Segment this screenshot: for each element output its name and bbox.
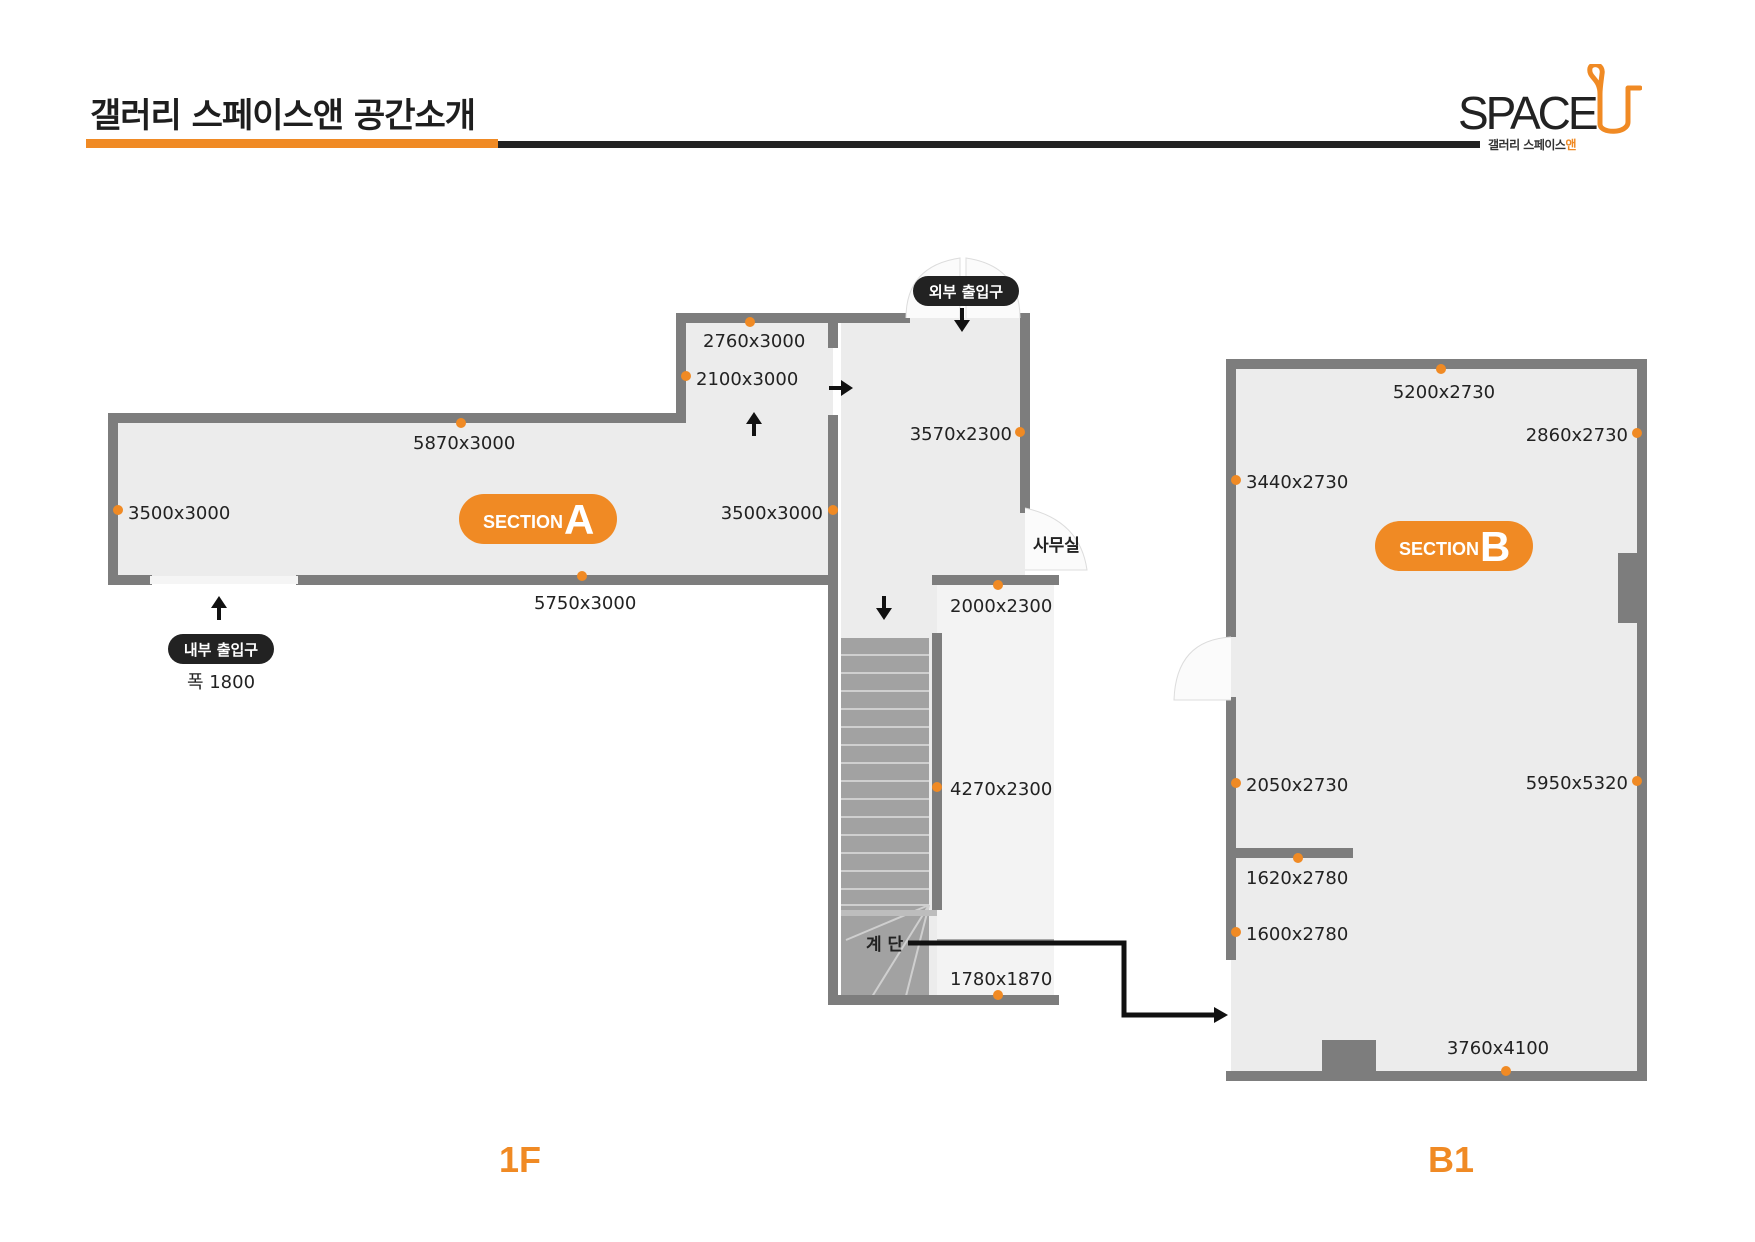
floor-plan-1f: SECTION A 외부 출입구 내부 출입구 폭 1800 사무실 계 단 2…	[108, 257, 1228, 1180]
arrow-down-icon	[876, 596, 892, 620]
page-title: 갤러리 스페이스앤 공간소개	[90, 96, 476, 136]
dim-b1-6: 1620x2780	[1246, 868, 1348, 889]
dim-1f-3: 5870x3000	[413, 433, 515, 454]
stair-treads	[841, 654, 930, 1001]
dim-1f-1: 2760x3000	[703, 331, 805, 352]
dim-b1-8: 3760x4100	[1447, 1038, 1549, 1059]
internal-entrance-label: 내부 출입구	[184, 641, 258, 659]
internal-entrance-width: 폭 1800	[187, 672, 255, 693]
walls-b1	[1226, 359, 1647, 1081]
corridor-floor	[841, 318, 1025, 580]
dim-1f-7: 3570x2300	[910, 424, 1012, 445]
stairs-label: 계 단	[866, 935, 904, 955]
dim-1f-6: 5750x3000	[534, 593, 636, 614]
dim-1f-8: 2000x2300	[950, 596, 1052, 617]
arrow-up-entrance-icon	[211, 596, 227, 620]
dim-1f-4: 3500x3000	[128, 503, 230, 524]
logo-mark-icon	[1587, 64, 1642, 134]
dim-b1-2: 2860x2730	[1526, 425, 1628, 446]
dim-1f-10: 1780x1870	[950, 969, 1052, 990]
internal-entrance-opening	[150, 576, 298, 584]
dim-b1-1: 5200x2730	[1393, 382, 1495, 403]
dim-b1-3: 3440x2730	[1246, 472, 1348, 493]
dim-b1-4: 2050x2730	[1246, 775, 1348, 796]
dimension-markers-1f	[113, 317, 1025, 1000]
section-b-floor	[1231, 364, 1642, 1076]
section-b-letter: B	[1480, 523, 1510, 570]
logo-wordmark: SPACE	[1458, 87, 1599, 139]
arrow-right-icon	[829, 380, 853, 396]
external-entrance-label: 외부 출입구	[929, 283, 1003, 301]
dim-b1-7: 1600x2780	[1246, 924, 1348, 945]
floor-plan-b1: SECTION B 5200x2730 2860x2730 3440x2730 …	[1173, 359, 1647, 1180]
route-to-b1	[908, 940, 1216, 1018]
section-a-badge	[459, 494, 617, 544]
b1-pillar-bottom	[1322, 1040, 1376, 1076]
floor-label-b1: B1	[1428, 1139, 1474, 1180]
b1-door	[1173, 636, 1232, 701]
walls-1f	[108, 313, 1059, 1005]
section-a-prefix: SECTION	[483, 512, 563, 532]
section-b-badge	[1375, 521, 1533, 571]
office-door	[1024, 507, 1088, 571]
dim-1f-9: 4270x2300	[950, 779, 1052, 800]
side-passage-floor	[937, 580, 1054, 1000]
floor-label-1f: 1F	[499, 1139, 541, 1180]
dim-1f-2: 2100x3000	[696, 369, 798, 390]
logo-subtitle-accent: 앤	[1565, 138, 1577, 152]
b1-pillar-right	[1618, 553, 1642, 623]
internal-entrance-badge	[168, 634, 274, 664]
dim-1f-5: 3500x3000	[721, 503, 823, 524]
route-arrow-icon	[1214, 1007, 1228, 1023]
logo-subtitle-main: 갤러리 스페이스	[1488, 138, 1566, 152]
office-label: 사무실	[1033, 536, 1080, 556]
arrow-up-icon	[746, 412, 762, 436]
logo-subtitle: 갤러리 스페이스앤	[1488, 136, 1576, 153]
section-b-prefix: SECTION	[1399, 539, 1479, 559]
external-entrance-badge	[913, 276, 1019, 306]
arrow-down-entrance-icon	[954, 308, 970, 332]
section-a-letter: A	[564, 496, 594, 543]
stair-landing-rail	[841, 910, 937, 916]
stairs	[841, 638, 929, 1000]
title-rule	[498, 141, 1480, 148]
dimension-markers-b1	[1231, 364, 1642, 1076]
direction-arrows-1f	[211, 308, 970, 620]
small-room-floor	[681, 318, 833, 420]
title-rule-accent	[86, 139, 498, 148]
dim-b1-5: 5950x5320	[1526, 773, 1628, 794]
